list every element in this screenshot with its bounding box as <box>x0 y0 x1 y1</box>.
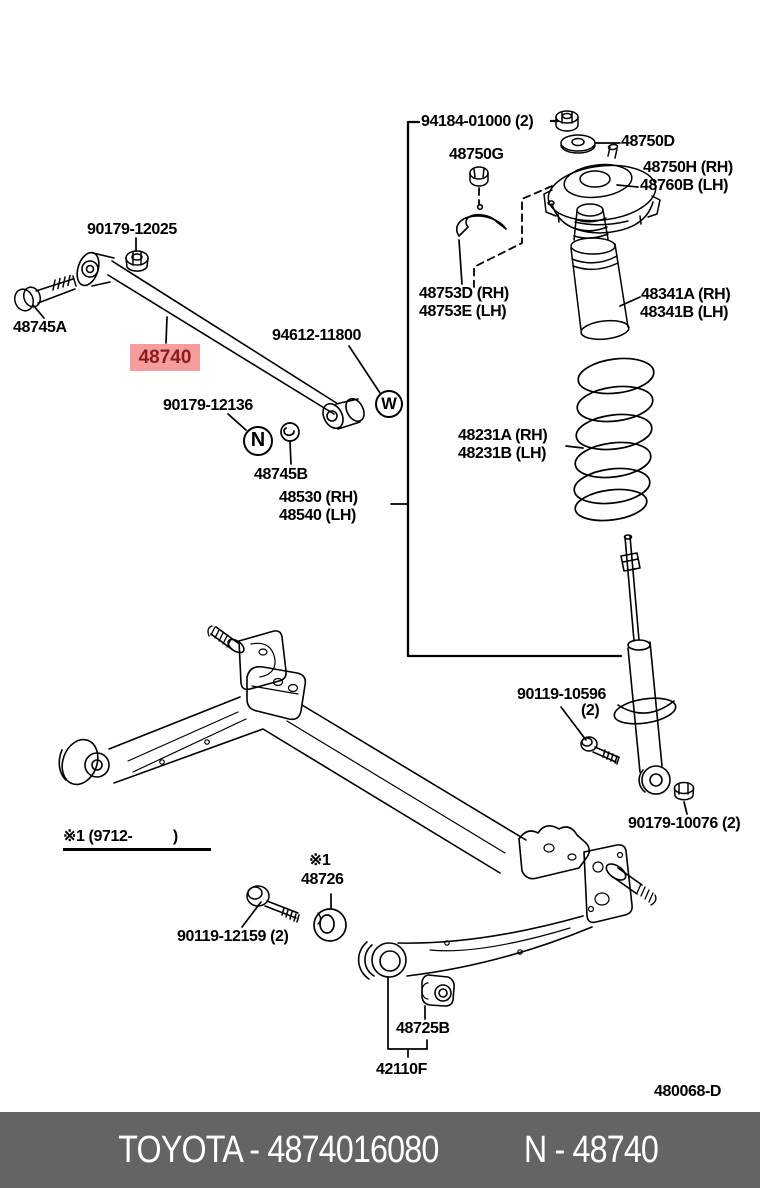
part-label-48726-ref: ※1 <box>309 852 331 869</box>
coil-spring-48231-drawing <box>573 357 655 522</box>
part-label-48750d[interactable]: 48750D <box>621 133 675 150</box>
part-label-94184-01000[interactable]: 94184-01000 (2) <box>421 113 534 130</box>
dust-cover-48341-drawing <box>570 203 630 341</box>
lateral-rod-48740-drawing <box>76 251 365 430</box>
bolt-48745a-drawing <box>13 274 77 312</box>
bolt-10596-drawing <box>580 736 620 765</box>
retainer-48745b-drawing <box>280 422 300 442</box>
part-label-90179-10076[interactable]: 90179-10076 (2) <box>628 815 741 832</box>
support-48750h-drawing <box>543 143 661 234</box>
fastener-marker-circles <box>243 390 403 456</box>
part-label-48231a[interactable]: 48231A (RH) <box>458 427 548 444</box>
washer-marker-letter: W <box>381 395 397 413</box>
nut-12025-drawing <box>125 250 149 272</box>
part-label-94612-11800[interactable]: 94612-11800 <box>272 327 362 344</box>
footer-bar: TOYOTA - 4874016080 N - 48740 <box>0 1112 760 1188</box>
part-label-90179-12025[interactable]: 90179-12025 <box>87 221 177 238</box>
part-label-48341a[interactable]: 48341A (RH) <box>641 286 731 303</box>
footer-part-code: N - 48740 <box>524 1128 659 1171</box>
nut-48750g-drawing <box>469 166 489 187</box>
part-label-48750h[interactable]: 48750H (RH) <box>643 159 733 176</box>
part-label-48753d[interactable]: 48753D (RH) <box>419 285 509 302</box>
part-label-90119-12159[interactable]: 90119-12159 (2) <box>177 928 289 945</box>
part-label-48745b[interactable]: 48745B <box>254 466 308 483</box>
part-label-48745a[interactable]: 48745A <box>13 319 67 336</box>
nut-marker-letter: N <box>250 429 266 451</box>
part-label-42110f[interactable]: 42110F <box>376 1061 427 1078</box>
part-label-48753e[interactable]: 48753E (LH) <box>419 303 507 320</box>
part-label-48530[interactable]: 48530 (RH) <box>279 489 358 506</box>
part-label-48540[interactable]: 48540 (LH) <box>279 507 356 524</box>
washer-48750d-drawing <box>560 134 596 154</box>
nut-94184-drawing <box>555 110 579 132</box>
applicability-note: ※1 (9712- ) <box>63 828 211 851</box>
part-label-48760b[interactable]: 48760B (LH) <box>640 177 729 194</box>
part-label-48231b[interactable]: 48231B (LH) <box>458 445 547 462</box>
part-label-48750g[interactable]: 48750G <box>449 146 504 163</box>
dashed-assembly-lines <box>473 185 553 288</box>
bolt-12159-drawing <box>246 885 300 923</box>
part-label-90179-12136[interactable]: 90179-12136 <box>163 397 253 414</box>
nut-10076-drawing <box>673 781 695 801</box>
diagram-code: 480068-D <box>654 1083 722 1100</box>
part-label-48725b[interactable]: 48725B <box>396 1020 450 1037</box>
part-label-48740-highlighted[interactable]: 48740 <box>130 344 200 371</box>
leader-lines <box>32 142 688 1058</box>
part-label-48341b[interactable]: 48341B (LH) <box>640 304 729 321</box>
clamp-48753d-drawing <box>456 203 507 237</box>
part-label-90119-10596-qty: (2) <box>581 702 600 719</box>
part-label-48726[interactable]: 48726 <box>301 871 344 888</box>
part-label-90119-10596[interactable]: 90119-10596 <box>517 686 607 703</box>
washer-48726-drawing <box>313 908 347 942</box>
washer-marker-circle <box>375 390 403 418</box>
assembly-bracket-lines <box>406 119 623 658</box>
footer-part-number: TOYOTA - 4874016080 <box>117 1128 439 1171</box>
shock-absorber-drawing <box>613 534 677 795</box>
nut-marker-circle <box>243 426 273 456</box>
axle-beam-drawing <box>58 625 657 980</box>
bushing-48725b-drawing <box>421 974 455 1007</box>
